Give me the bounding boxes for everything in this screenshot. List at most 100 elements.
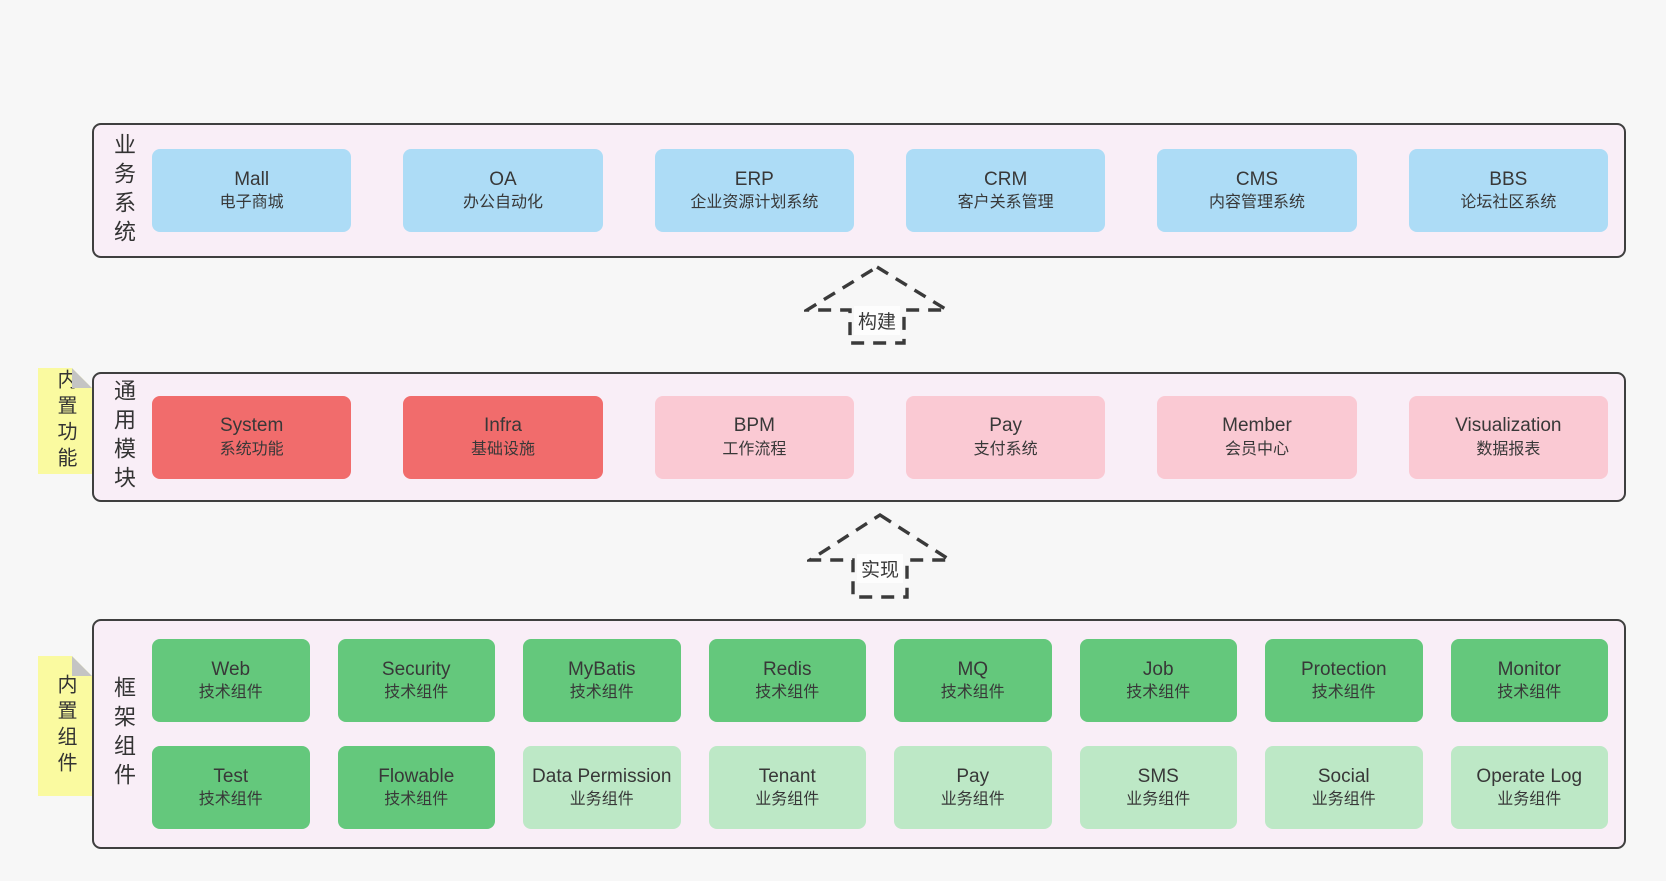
box-title: Tenant <box>758 765 816 787</box>
box-subtitle: 业务组件 <box>1311 791 1376 809</box>
box-subtitle: 技术组件 <box>384 791 449 809</box>
box-subtitle: 技术组件 <box>1497 684 1562 702</box>
box-security: Security 技术组件 <box>337 639 495 722</box>
box-mybatis: MyBatis 技术组件 <box>523 639 681 722</box>
box-title: Pay <box>956 765 990 787</box>
box-title: BBS <box>1489 168 1528 190</box>
box-subtitle: 工作流程 <box>722 440 787 458</box>
box-title: Test <box>213 765 249 787</box>
implement-arrow-label: 实现 <box>856 554 904 583</box>
box-cms: CMS 内容管理系统 <box>1157 149 1357 232</box>
box-social: Social 业务组件 <box>1265 746 1423 829</box>
box-title: System <box>219 415 284 437</box>
box-subtitle: 办公自动化 <box>462 194 543 212</box>
box-title: Data Permission <box>532 765 672 787</box>
sticky-note-builtin-features: 内置功能 <box>38 368 92 474</box>
box-subtitle: 技术组件 <box>198 791 263 809</box>
box-title: CMS <box>1235 168 1279 190</box>
box-title: MQ <box>957 658 989 680</box>
implement-arrow: 实现 <box>807 512 953 600</box>
sticky-note-label: 内置功能 <box>54 369 76 473</box>
box-title: Flowable <box>378 765 455 787</box>
box-subtitle: 系统功能 <box>219 440 284 458</box>
box-title: OA <box>489 168 517 190</box>
box-subtitle: 技术组件 <box>755 684 820 702</box>
box-subtitle: 技术组件 <box>940 684 1005 702</box>
box-title: MyBatis <box>567 658 636 680</box>
folded-corner <box>72 656 92 676</box>
box-subtitle: 业务组件 <box>1126 791 1191 809</box>
box-sms: SMS 业务组件 <box>1079 746 1237 829</box>
box-subtitle: 技术组件 <box>1311 684 1376 702</box>
box-title: ERP <box>734 168 774 190</box>
box-title: Social <box>1317 765 1370 787</box>
box-job: Job 技术组件 <box>1079 639 1237 722</box>
box-title: Protection <box>1300 658 1387 680</box>
box-bpm: BPM 工作流程 <box>654 395 854 479</box>
box-title: Member <box>1222 415 1292 437</box>
box-title: Job <box>1142 658 1174 680</box>
box-subtitle: 技术组件 <box>384 684 449 702</box>
box-subtitle: 客户关系管理 <box>957 194 1054 212</box>
box-subtitle: 基础设施 <box>470 440 535 458</box>
box-web: Web 技术组件 <box>152 639 310 722</box>
business-systems-panel: 业务系统 Mall 电子商城 OA 办公自动化 ERP 企业资源计划系统 CRM 客户关… <box>92 123 1626 258</box>
box-system: System 系统功能 <box>152 395 352 479</box>
business-systems-row: Mall 电子商城 OA 办公自动化 ERP 企业资源计划系统 CRM 客户关系管理 C… <box>152 149 1608 232</box>
box-subtitle: 业务组件 <box>755 791 820 809</box>
box-crm: CRM 客户关系管理 <box>905 149 1106 232</box>
up-arrow-icon <box>804 265 950 345</box>
box-subtitle: 业务组件 <box>940 791 1005 809</box>
box-subtitle: 论坛社区系统 <box>1460 194 1557 212</box>
box-subtitle: 业务组件 <box>1497 791 1562 809</box>
box-member: Member 会员中心 <box>1157 395 1357 479</box>
box-subtitle: 会员中心 <box>1224 440 1289 458</box>
folded-corner <box>72 368 92 388</box>
box-title: BPM <box>733 415 775 437</box>
box-title: Security <box>381 658 451 680</box>
box-title: Visualization <box>1455 415 1562 437</box>
box-subtitle: 企业资源计划系统 <box>690 194 819 212</box>
box-subtitle: 电子商城 <box>219 194 284 212</box>
build-arrow: 构建 <box>804 264 950 346</box>
box-pay-system: Pay 支付系统 <box>905 395 1106 479</box>
box-title: Monitor <box>1497 658 1561 680</box>
panel-side-label: 业务系统 <box>111 132 136 249</box>
box-title: Mall <box>234 168 270 190</box>
box-subtitle: 技术组件 <box>569 684 634 702</box>
box-erp: ERP 企业资源计划系统 <box>654 149 854 232</box>
box-oa: OA 办公自动化 <box>403 149 603 232</box>
box-mq: MQ 技术组件 <box>894 639 1052 722</box>
box-title: Web <box>211 658 251 680</box>
box-subtitle: 内容管理系统 <box>1208 194 1305 212</box>
box-monitor: Monitor 技术组件 <box>1450 639 1608 722</box>
box-bbs: BBS 论坛社区系统 <box>1408 149 1608 232</box>
panel-side-label: 通用模块 <box>111 379 136 495</box>
box-tenant: Tenant 业务组件 <box>708 746 866 829</box>
box-title: SMS <box>1137 765 1179 787</box>
box-title: Operate Log <box>1476 765 1583 787</box>
box-title: Pay <box>989 415 1023 437</box>
box-subtitle: 数据报表 <box>1476 440 1541 458</box>
box-flowable: Flowable 技术组件 <box>337 746 495 829</box>
box-subtitle: 技术组件 <box>198 684 263 702</box>
box-protection: Protection 技术组件 <box>1265 639 1423 722</box>
box-title: CRM <box>984 168 1028 190</box>
box-operate-log: Operate Log 业务组件 <box>1450 746 1608 829</box>
box-visualization: Visualization 数据报表 <box>1408 395 1608 479</box>
box-subtitle: 技术组件 <box>1126 684 1191 702</box>
box-test: Test 技术组件 <box>152 746 310 829</box>
sticky-note-builtin-components: 内置组件 <box>38 656 92 796</box>
box-pay-component: Pay 业务组件 <box>894 746 1052 829</box>
box-mall: Mall 电子商城 <box>152 149 352 232</box>
build-arrow-label: 构建 <box>853 306 901 335</box>
box-subtitle: 支付系统 <box>973 440 1038 458</box>
